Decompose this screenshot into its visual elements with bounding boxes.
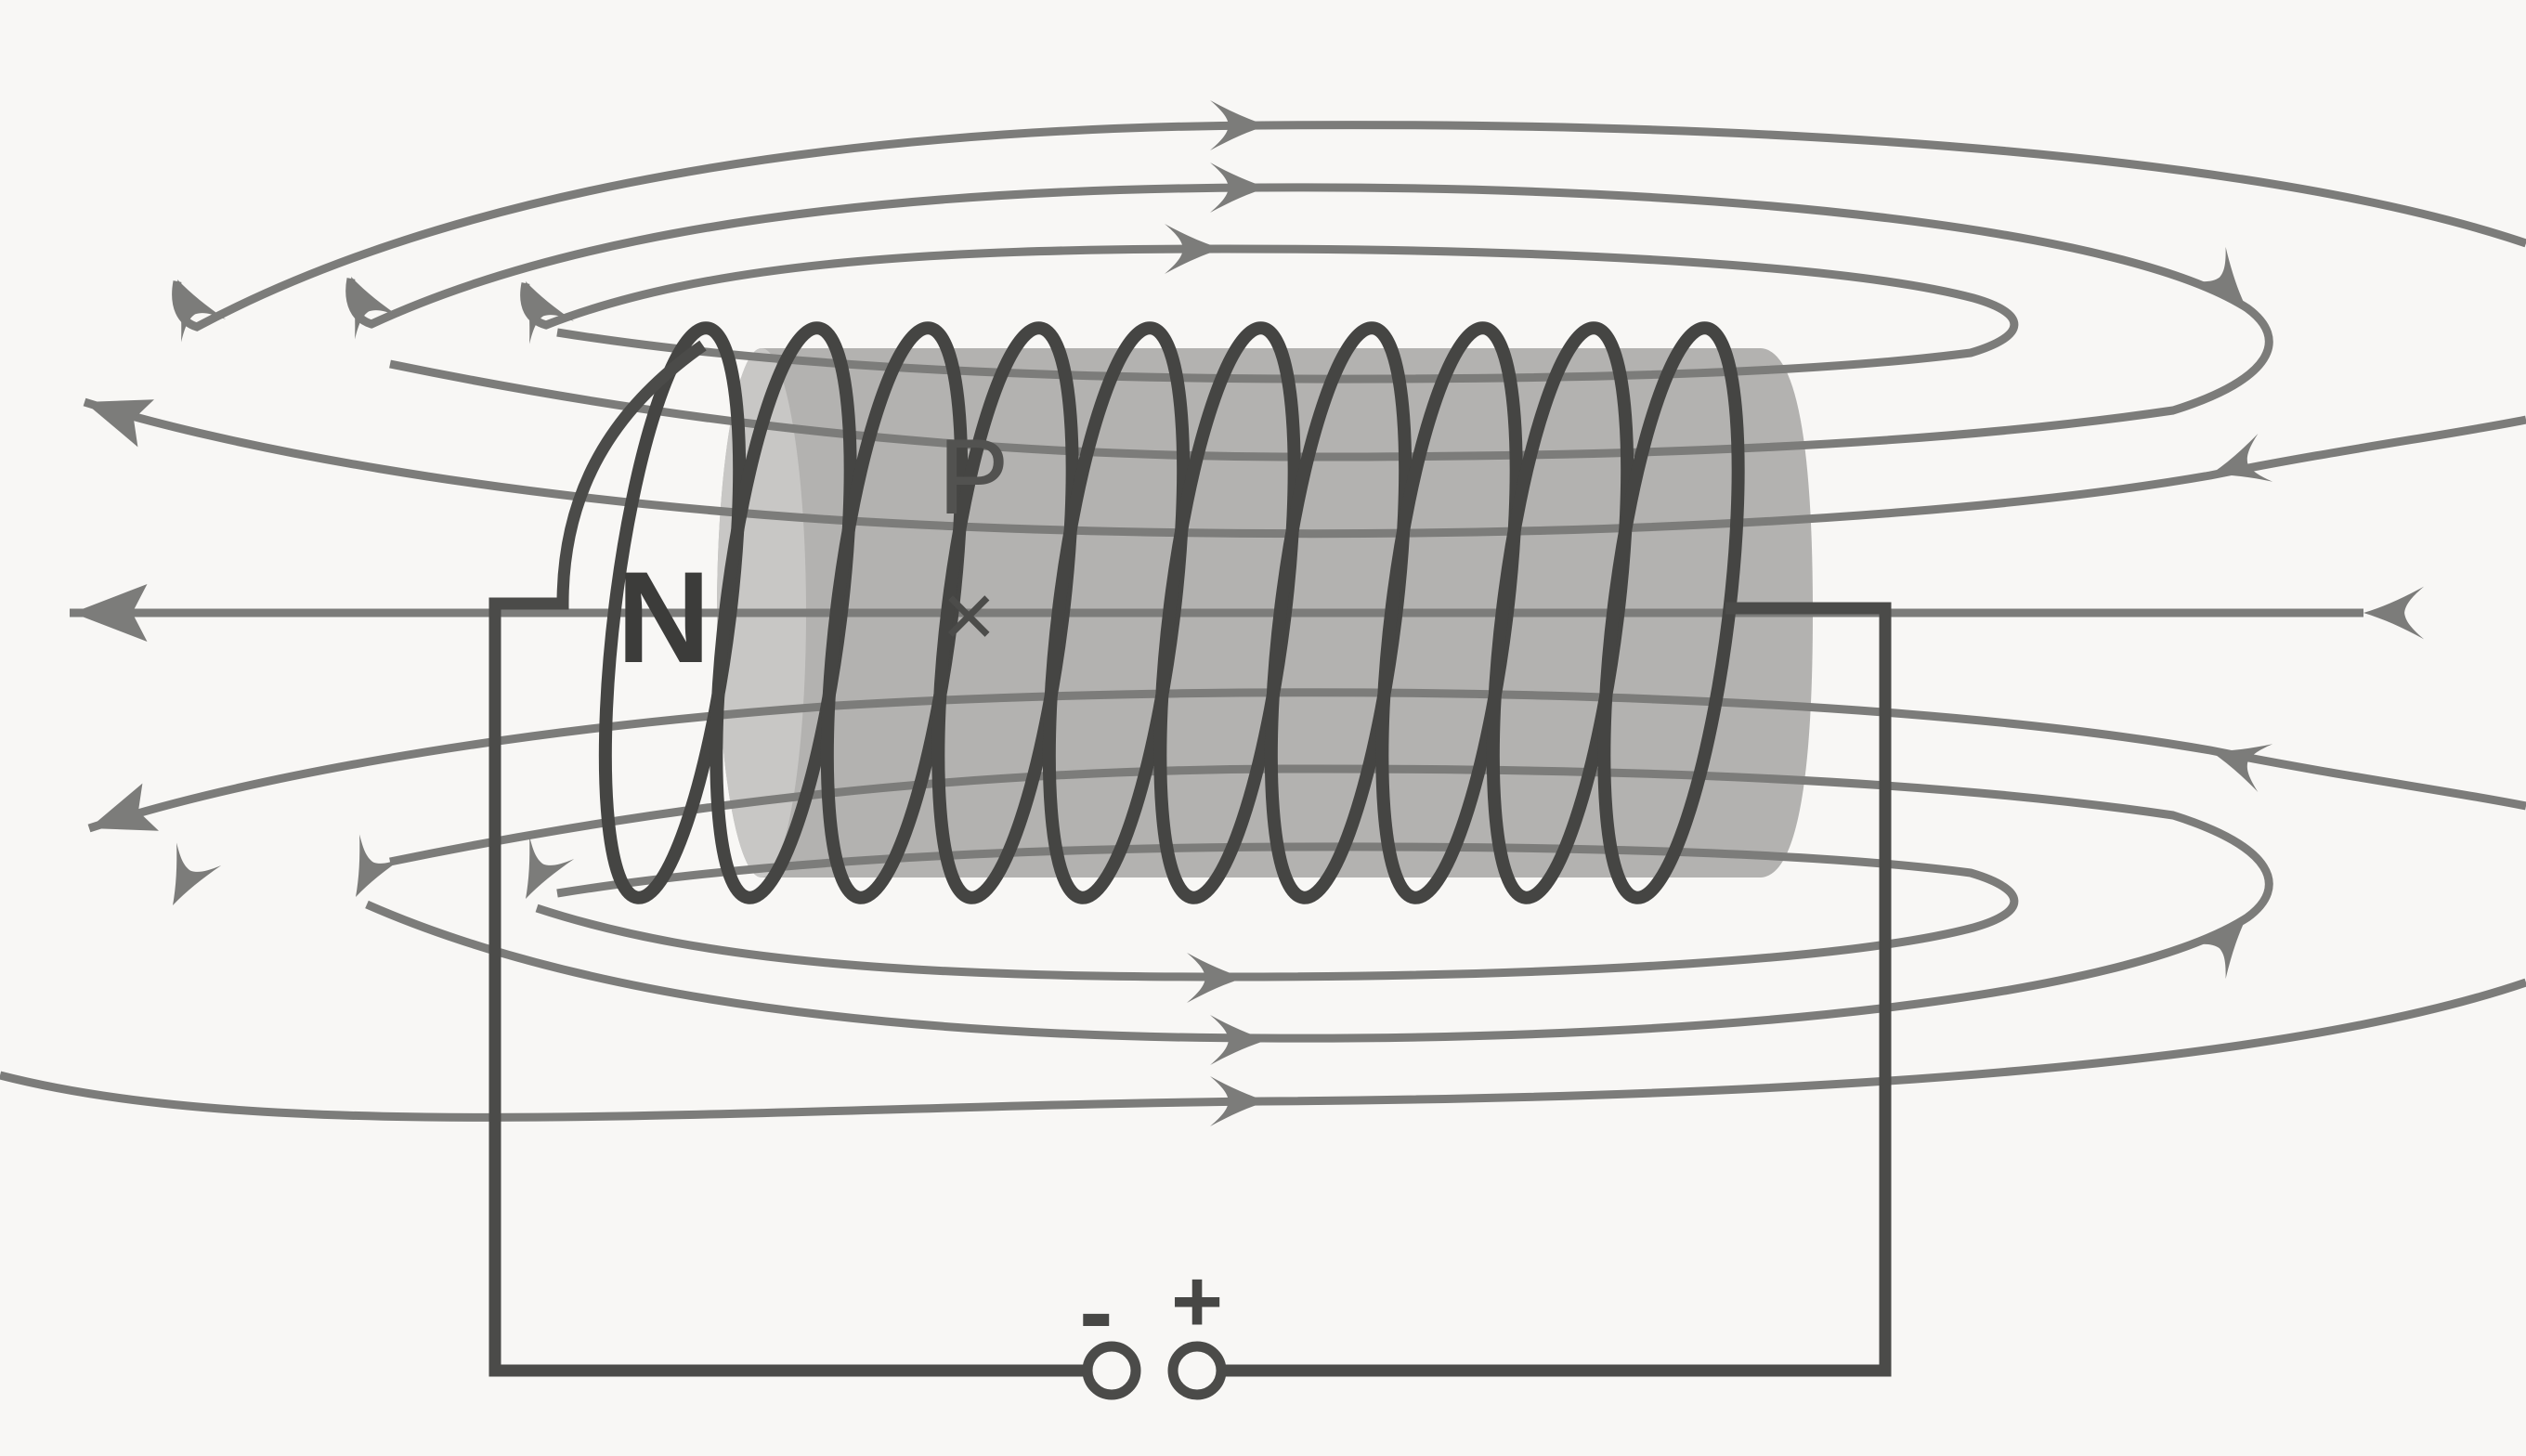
battery-positive-terminal — [1167, 1341, 1227, 1400]
coil-turn — [1597, 321, 1745, 904]
field-line-bottom-outer-upper — [87, 688, 2526, 833]
battery-positive-label: + — [1171, 1252, 1223, 1351]
field-line-top-inner — [520, 244, 2019, 384]
field-line-top-outer-upper — [172, 121, 2526, 332]
right-lead-wire — [1221, 602, 1892, 1377]
battery-negative-terminal — [1082, 1341, 1141, 1400]
battery-negative-label: - — [1079, 1254, 1113, 1369]
labels: N P × - + — [617, 418, 1223, 1369]
coil-turns — [598, 321, 1745, 904]
left-lead-wire — [488, 340, 1087, 1377]
field-line-top-outer-lower — [83, 397, 2526, 539]
point-p-marker: × — [942, 564, 996, 668]
point-p-label: P — [938, 418, 1009, 537]
field-line-bottom-inner — [535, 842, 2019, 982]
north-pole-label: N — [617, 544, 710, 690]
circuit — [488, 340, 1892, 1400]
